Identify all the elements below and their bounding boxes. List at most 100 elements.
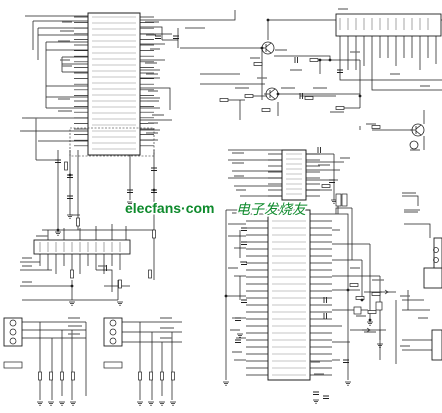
resistor [349,283,359,287]
ic-pin-stub [74,16,88,147]
capacitor [337,69,343,73]
net-arrow [362,327,372,333]
ground-symbol [159,401,165,406]
resistor [71,371,75,381]
resistor [152,229,156,239]
label-box [103,361,123,369]
watermark: elecfans·com 电子发烧友 [124,199,310,220]
connector-header [335,13,442,37]
resistor [149,371,153,381]
ground-symbol [117,301,123,306]
junction-dot [358,94,362,98]
capacitor [235,317,241,321]
net-arrow [380,289,390,295]
ground-symbol [148,401,154,406]
side-connector [431,329,442,361]
wire-trace [359,110,425,150]
ic-body [267,209,311,381]
connector-pin [433,257,439,263]
capacitor [55,159,61,163]
capacitor [323,297,327,303]
junction-dot [266,18,270,22]
resistor [335,106,345,110]
resistor [261,108,271,112]
resistor [76,217,80,227]
ground-symbol [127,201,133,206]
wire-trace [335,200,381,340]
wire-trace [200,73,265,120]
switch-contact [109,337,117,345]
resistor [321,184,331,188]
wire-trace [226,209,268,361]
capacitor [299,93,303,99]
switch-contact [109,319,117,327]
ic-body [281,149,307,201]
junction-dot [152,188,156,192]
transistor-leads [260,42,272,54]
capacitor [241,299,247,303]
power-section-box [69,127,155,157]
switch-contact [109,328,117,336]
switch-block [103,317,123,347]
ic-pin-stub [268,153,282,197]
resistor [244,94,254,98]
junction-dot [368,318,372,322]
wire-trace [71,269,130,300]
resistor [171,371,175,381]
ground-symbol [377,343,383,348]
transistor-leads [264,88,276,100]
ground-symbol [223,381,229,386]
wire-trace [332,213,380,380]
capacitor [313,391,319,395]
resistor [160,371,164,381]
resistor [60,371,64,381]
junction-dot [328,58,332,62]
resistor [371,292,381,296]
ground-symbol [367,321,373,326]
capacitor [151,167,157,171]
wire-trace [228,149,282,197]
resistor [219,98,229,102]
led-indicator [409,140,419,150]
resistor [309,58,319,62]
ic-pin-stub [246,213,268,376]
wires-layer [20,10,442,400]
watermark-cjk-text: 电子发烧友 [236,202,308,218]
wire-trace [225,210,241,380]
wire-trace [350,291,396,360]
capacitor [323,313,327,319]
switch-contact [9,337,17,345]
switch-contact [9,328,17,336]
wire-trace [20,224,127,301]
wire-trace [35,118,155,280]
resistor [64,161,68,171]
ic-pin-stub [306,153,320,197]
small-switch [353,306,362,315]
ground-symbol [37,401,43,406]
ic-pin-stub [140,16,154,147]
resistor [118,279,122,289]
resistor [38,371,42,381]
wire-trace [22,321,182,400]
resistor [138,371,142,381]
wire-trace [32,21,63,108]
resistor [49,371,53,381]
small-switch [375,301,383,311]
connector-pin [433,247,439,253]
resistor [253,62,263,66]
watermark-latin-text: elecfans·com [125,200,214,216]
capacitor [343,359,349,363]
switch-block [3,317,23,347]
wire-trace [162,10,236,48]
side-connector [423,267,442,289]
resistor [304,96,314,100]
ground-symbol [59,401,65,406]
wire-trace [20,15,88,142]
wire-trace [306,153,344,200]
capacitor [235,339,241,343]
capacitor [67,195,73,199]
side-connector [433,237,442,269]
capacitor [317,147,321,153]
ground-symbol [69,301,75,306]
